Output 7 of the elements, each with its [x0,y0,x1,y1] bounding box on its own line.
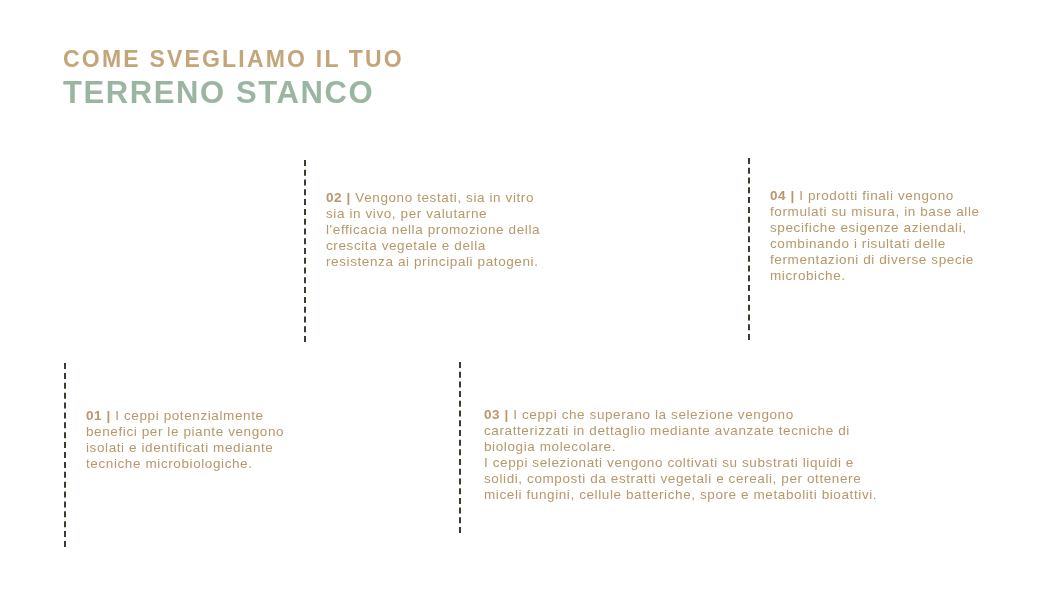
step-description: I ceppi selezionati vengono coltivati su substrati liquidi e solidi, composti da estratti vegetali e cereali, per ottenere miceli fungini, cellule batteriche, spore e metaboliti bioattivi. [484,455,879,503]
heading-line: COME SVEGLIAMO IL TUO [63,46,404,73]
step-description: 02 | Vengono testati, sia in vitro sia in vivo, per valutarne l'efficacia nella promozione della crescita vegetale e della resistenza ai principali patogeni. [326,190,542,270]
step-description: 01 | I ceppi potenzialmente benefici per le piante vengono isolati e identificati mediante tecniche microbiologiche. [86,408,286,472]
heading-subtitle: TERRENO STANCO [63,75,375,111]
step-description: 03 | I ceppi che superano la selezione vengono caratterizzati in dettaglio mediante avanzate tecniche di biologia molecolare. [484,407,851,455]
step-description: 04 | I prodotti finali vengono formulati su misura, in base alle specifiche esigenze aziendali, combinando i risultati delle fermentazioni di diverse specie microbiche. [770,188,981,284]
